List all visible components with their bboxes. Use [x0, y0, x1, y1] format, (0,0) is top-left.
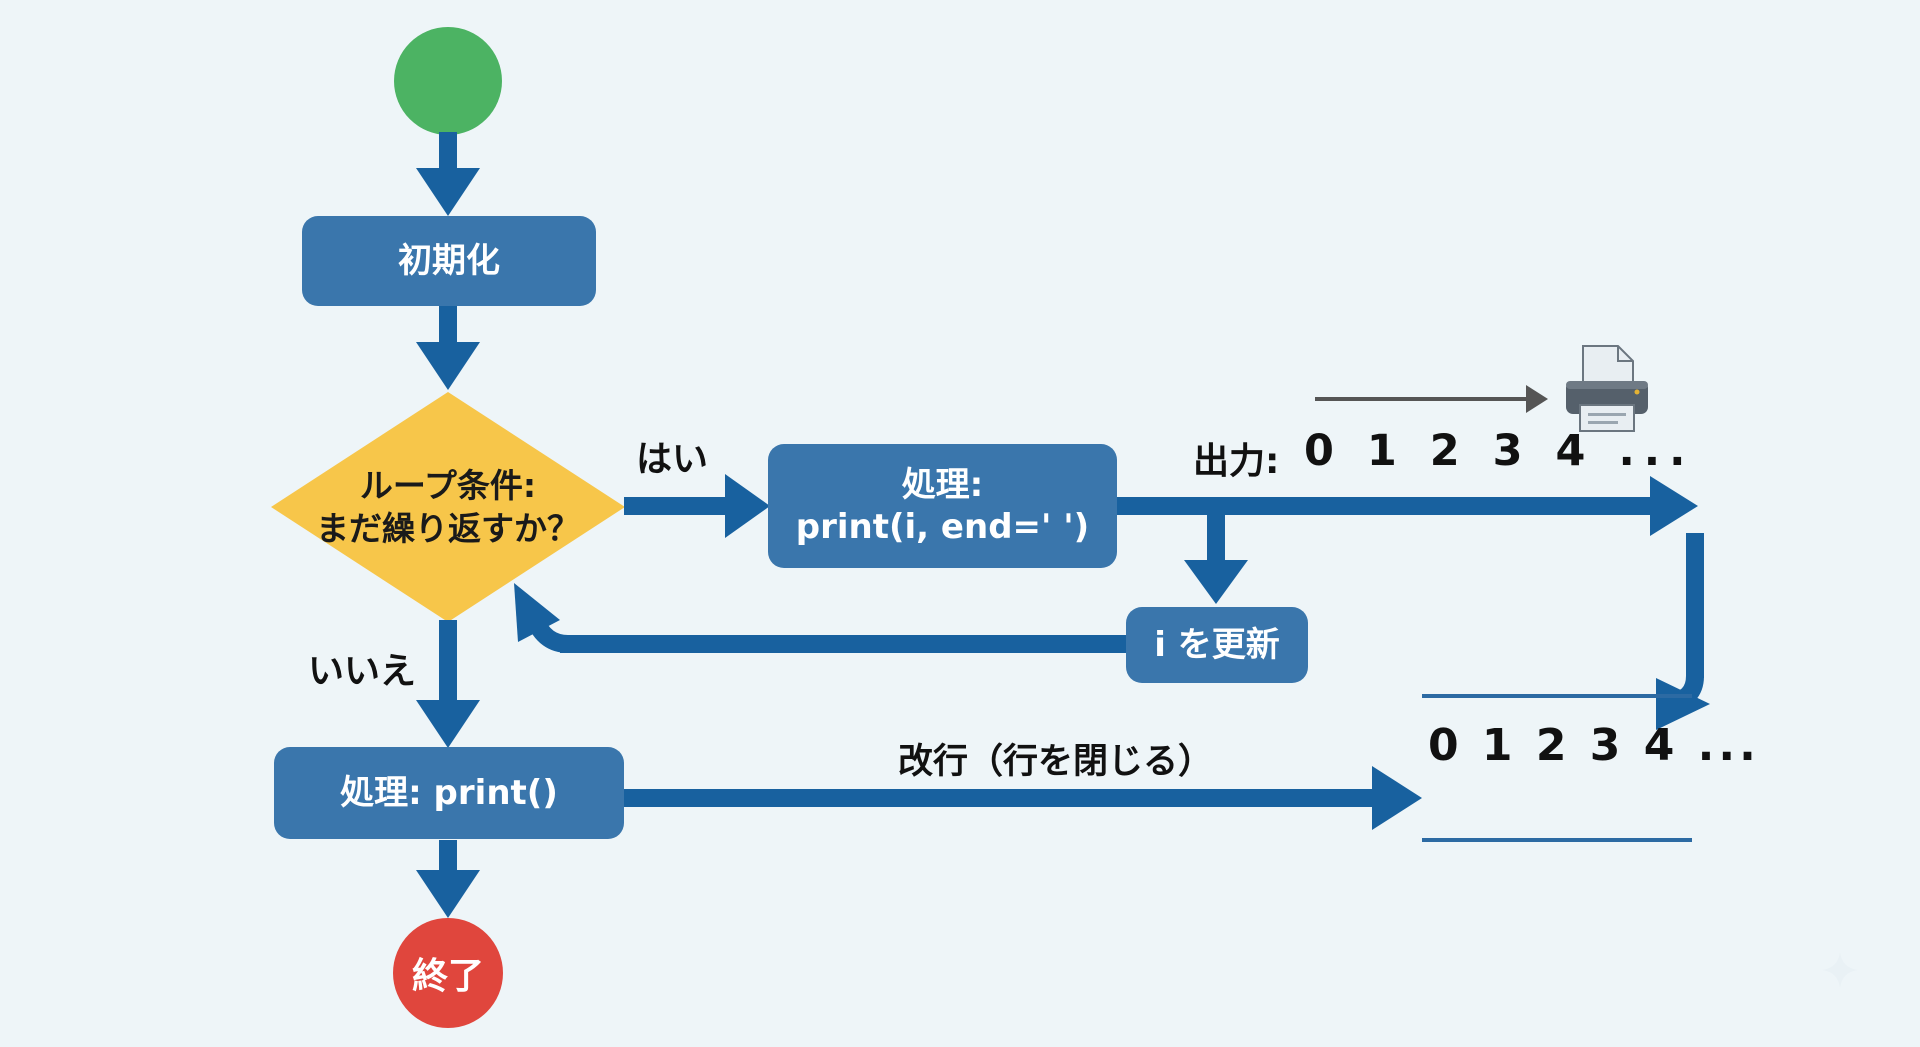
final-process-box: 処理: print(): [274, 747, 624, 839]
condition-line-2: まだ繰り返すか？: [316, 509, 580, 548]
arrow-process-to-output: [1117, 476, 1698, 536]
yes-label: はい: [636, 439, 709, 480]
start-node: [394, 27, 502, 135]
arrow-final-to-end: [416, 840, 480, 918]
process-line-1: 処理:: [901, 464, 984, 505]
printer-icon: [1566, 345, 1648, 432]
newline-label: 改行（行を閉じる）: [898, 742, 1214, 782]
arrow-output-down: [1656, 533, 1710, 730]
decision-node: [271, 392, 625, 622]
output-stream: 0 1 2 3 4 ...: [1304, 426, 1695, 476]
process-line-2: print(i, end=' '): [795, 507, 1090, 547]
print-arrow: [1315, 385, 1548, 413]
arrow-to-update: [1184, 510, 1248, 604]
arrow-no-to-final: [416, 620, 480, 748]
process-box: 処理: print(i, end=' '): [768, 444, 1117, 568]
end-label-wrap: 終了: [393, 918, 503, 1028]
decision-text: ループ条件: まだ繰り返すか？: [272, 458, 624, 558]
update-box: i を更新: [1126, 607, 1308, 683]
arrow-newline: [622, 766, 1422, 830]
init-box: 初期化: [302, 216, 596, 306]
update-label: i を更新: [1154, 624, 1280, 665]
end-node: [393, 918, 503, 1028]
arrow-init-to-decision: [416, 306, 480, 390]
no-label: いいえ: [308, 651, 417, 692]
condition-line-1: ループ条件:: [359, 466, 537, 506]
sparkle-icon: [1822, 952, 1858, 988]
output-line-top: [1422, 694, 1692, 698]
output-prefix: 出力:: [1193, 441, 1280, 482]
output-line-result: 0 1 2 3 4 ...: [1428, 720, 1760, 771]
arrow-start-to-init: [416, 132, 480, 216]
arrow-yes-to-process: [624, 474, 770, 538]
init-label: 初期化: [398, 240, 500, 281]
arrow-loop-back: [514, 583, 1128, 653]
end-label: 終了: [411, 956, 484, 997]
final-process-label: 処理: print(): [340, 772, 558, 813]
output-line-bottom: [1422, 838, 1692, 842]
